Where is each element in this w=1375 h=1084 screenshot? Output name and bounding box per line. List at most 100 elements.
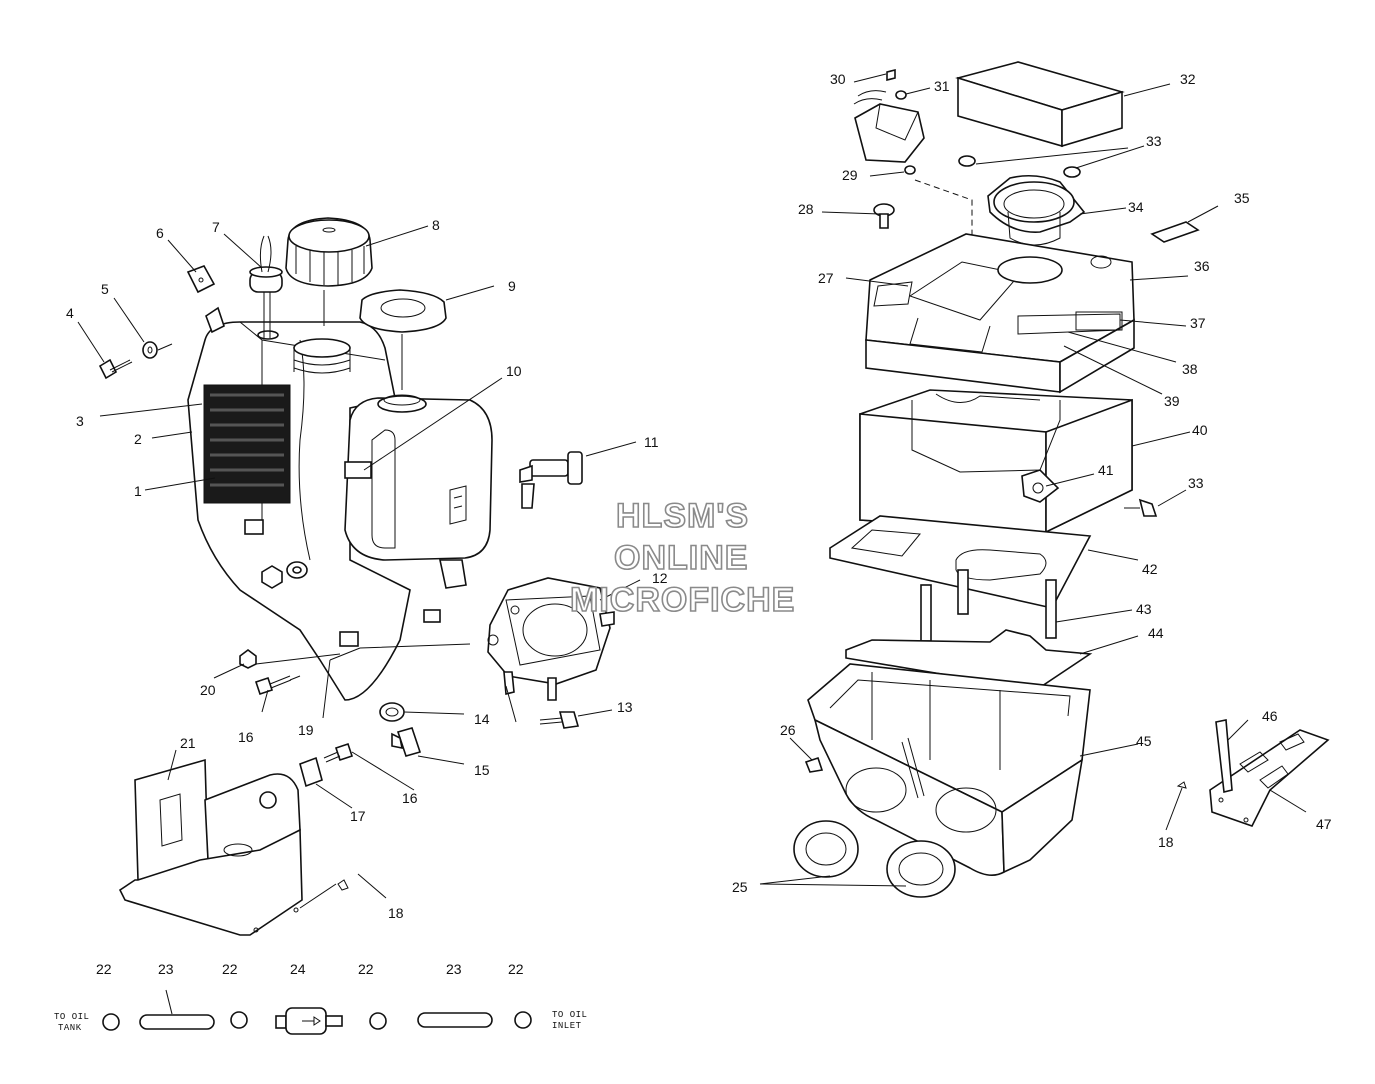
callout-20: 20: [200, 682, 216, 698]
screw-30: [886, 68, 896, 82]
watermark: HLSM'S ONLINE MICROFICHE: [569, 496, 795, 620]
mount-tab: [244, 519, 264, 535]
callout-14: 14: [474, 711, 490, 727]
callout-27: 27: [818, 270, 834, 286]
rivet-18-right: [1176, 781, 1187, 789]
oil-pump: [487, 577, 615, 701]
reservoir-decal: [344, 461, 372, 479]
clamp-22-a: [102, 1013, 120, 1031]
air-filter-pad: [955, 61, 1125, 148]
callout-29: 29: [842, 167, 858, 183]
callout-11: 11: [644, 434, 659, 450]
bolt-16-left: [254, 676, 274, 696]
callout-17: 17: [350, 808, 366, 824]
reservoir-neck: [377, 395, 427, 413]
choke-lever-bracket: [1209, 719, 1330, 827]
pump-bolt-head: [558, 711, 580, 729]
leader-lines: [77, 73, 1307, 1015]
nut-29: [904, 165, 916, 175]
callout-16-right: 16: [402, 790, 418, 806]
fitting-26: [804, 756, 824, 773]
screw-and-washer: [98, 341, 158, 380]
callout-36: 36: [1194, 258, 1210, 274]
mount-tab-lower: [339, 631, 359, 647]
note-to-oil-tank-line1: TO OIL: [54, 1012, 89, 1022]
callout-23-a: 23: [158, 961, 174, 977]
callout-37: 37: [1190, 315, 1206, 331]
clip: [186, 265, 216, 294]
callout-4: 4: [66, 305, 74, 321]
watermark-line1: HLSM'S: [616, 497, 749, 535]
tank-fill-neck: [293, 338, 351, 358]
callout-23-b: 23: [446, 961, 462, 977]
callout-7: 7: [212, 219, 220, 235]
callout-30: 30: [830, 71, 846, 87]
pump-fittings: [379, 702, 580, 757]
clamp-22-d: [514, 1011, 532, 1029]
airbox-base: [807, 663, 1091, 876]
callout-22-d: 22: [508, 961, 524, 977]
callout-43: 43: [1136, 601, 1152, 617]
airbox-cover: [865, 233, 1135, 394]
rivet-33-a: [958, 155, 976, 167]
tank-cap: [285, 217, 373, 287]
callout-22-c: 22: [358, 961, 374, 977]
oil-tank-assembly: [187, 321, 441, 701]
sender-port: [257, 330, 279, 340]
callout-44: 44: [1148, 625, 1164, 641]
callout-22-b: 22: [222, 961, 238, 977]
callout-labels: 1 2 3 4 5 6 7 8 9 10 11 12 13 14 15 16 1…: [66, 71, 1332, 977]
clamp-22-b: [230, 1011, 248, 1029]
watermark-line3: MICROFICHE: [570, 581, 795, 619]
hose-23-b: [417, 1012, 493, 1028]
callout-6: 6: [156, 225, 164, 241]
callout-41: 41: [1098, 462, 1114, 478]
hose-clamp: [379, 702, 405, 722]
drain-plug-28: [873, 203, 895, 229]
callout-33-side: 33: [1188, 475, 1204, 491]
intake-boots: [793, 820, 956, 898]
base-gasket: [829, 515, 1092, 609]
callout-18-right: 18: [1158, 834, 1174, 850]
callout-1: 1: [134, 483, 142, 499]
bolt-16-right: [334, 742, 354, 762]
callout-24: 24: [290, 961, 306, 977]
callout-8: 8: [432, 217, 440, 233]
airbox-silencer: [859, 389, 1133, 534]
oil-reservoir: [344, 394, 493, 589]
mounting-bracket: [118, 758, 349, 936]
note-to-oil-tank-line2: TANK: [58, 1023, 82, 1033]
watermark-line2: ONLINE: [614, 539, 748, 577]
note-to-oil-inlet-line1: TO OIL: [552, 1010, 587, 1020]
callout-12: 12: [652, 570, 668, 586]
nut-20: [239, 649, 257, 669]
callout-21: 21: [180, 735, 196, 751]
elbow-fitting: [396, 727, 422, 757]
clamp-22-c: [369, 1012, 387, 1030]
callout-18-left: 18: [388, 905, 404, 921]
reservoir-gasket: [359, 289, 447, 333]
level-sender: [249, 235, 283, 338]
callout-5: 5: [101, 281, 109, 297]
callout-32: 32: [1180, 71, 1196, 87]
callout-25: 25: [732, 879, 748, 895]
spacer-41: [1021, 469, 1060, 503]
callout-33-top: 33: [1146, 133, 1162, 149]
hose-clip: [299, 756, 323, 788]
decal-35: [1150, 221, 1200, 243]
tank-tab: [205, 306, 225, 334]
callout-45: 45: [1136, 733, 1152, 749]
petcock-valve: [519, 451, 583, 509]
callout-38: 38: [1182, 361, 1198, 377]
washer-31: [895, 90, 907, 100]
callout-34: 34: [1128, 199, 1144, 215]
callout-9: 9: [508, 278, 516, 294]
callout-3: 3: [76, 413, 84, 429]
callout-28: 28: [798, 201, 814, 217]
warning-decal: [203, 384, 291, 504]
callout-22-a: 22: [96, 961, 112, 977]
line-notes: TO OIL TANK TO OIL INLET: [54, 1010, 587, 1033]
note-to-oil-inlet-line2: INLET: [552, 1021, 582, 1031]
inline-filter-24: [275, 1007, 343, 1035]
